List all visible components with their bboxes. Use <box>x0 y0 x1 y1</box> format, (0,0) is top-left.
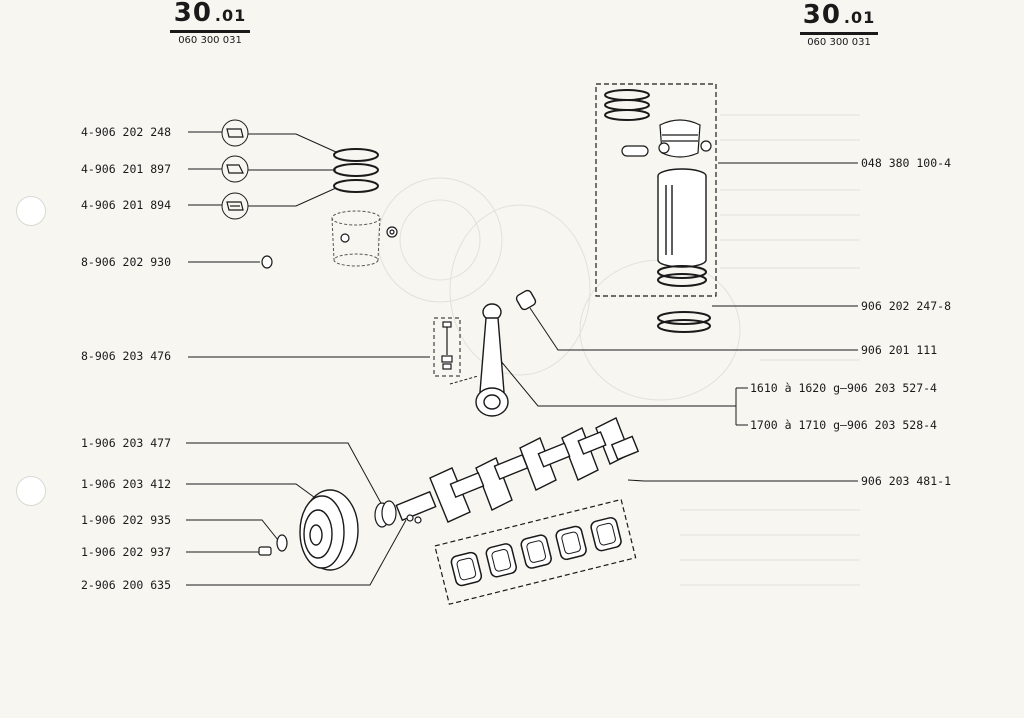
part-ref-label: 048 380 100-4 <box>861 156 952 170</box>
part-ref-label: 906 202 247-8 <box>861 299 952 313</box>
weight-class-label: 1610 à 1620 g–906 203 527-4 <box>750 381 937 395</box>
weight-range: 1700 à 1710 g <box>750 418 841 432</box>
part-ref-label: 4-906 201 897 <box>81 162 172 176</box>
part-ref-label: 1-906 202 937 <box>81 545 172 559</box>
section-code: 060 300 031 <box>807 37 871 48</box>
weight-range: 1610 à 1620 g <box>750 381 841 395</box>
binder-hole-top <box>16 196 46 226</box>
piston-outline <box>331 210 381 267</box>
section-number-sub: .01 <box>843 8 876 27</box>
page-header-left: 30.01 060 300 031 <box>170 0 250 46</box>
main-bearings-box <box>434 498 637 605</box>
part-ref-label: 2-906 200 635 <box>81 578 172 592</box>
binder-hole-bottom <box>16 476 46 506</box>
ghost-print-through <box>377 114 860 586</box>
part-ref-label: 8-906 203 476 <box>81 349 172 363</box>
section-number: 30.01 <box>170 0 250 29</box>
liner-kit-parts <box>604 89 650 121</box>
header-rule <box>170 30 250 33</box>
section-number-main: 30 <box>802 0 841 30</box>
part-ref-label: 8-906 202 930 <box>81 255 172 269</box>
section-number-sub: .01 <box>214 6 247 25</box>
header-rule <box>800 32 878 35</box>
ring-section-icons <box>221 119 249 220</box>
leader-lines <box>186 131 858 586</box>
part-ref-label: 1-906 202 935 <box>81 513 172 527</box>
connecting-rod <box>475 289 537 417</box>
part-ref-label: 906 203 481-1 <box>861 474 952 488</box>
part-ref-label: 4-906 202 248 <box>81 125 172 139</box>
weight-class-label: 1700 à 1710 g–906 203 528-4 <box>750 418 937 432</box>
part-ref: 906 203 528-4 <box>846 418 937 432</box>
page-header-right: 30.01 060 300 031 <box>800 2 878 48</box>
crank-pulley <box>299 489 359 571</box>
liner-kit-box <box>595 83 717 297</box>
section-number: 30.01 <box>800 2 878 31</box>
crankshaft <box>395 417 640 523</box>
section-code: 060 300 031 <box>178 35 242 46</box>
part-ref-label: 1-906 203 477 <box>81 436 172 450</box>
part-ref: 906 203 527-4 <box>846 381 937 395</box>
piston-rings <box>333 148 379 193</box>
section-number-main: 30 <box>173 0 212 28</box>
part-ref-label: 4-906 201 894 <box>81 198 172 212</box>
crank-gear <box>374 500 397 528</box>
part-ref-label: 1-906 203 412 <box>81 477 172 491</box>
part-ref-label: 906 201 111 <box>861 343 938 357</box>
